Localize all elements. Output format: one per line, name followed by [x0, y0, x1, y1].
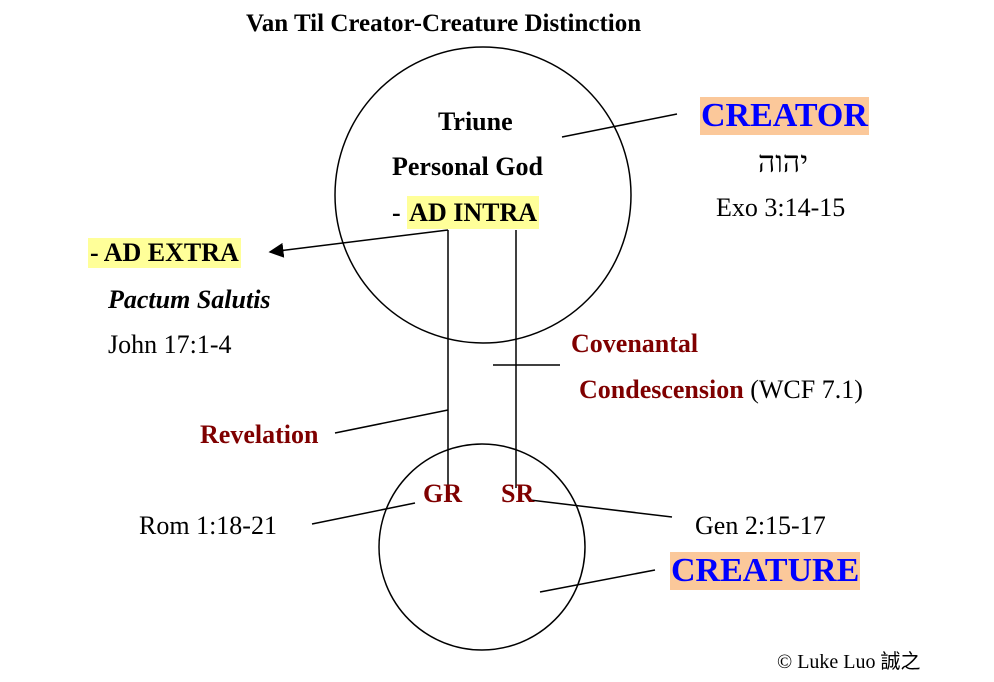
genesis-reference: Gen 2:15-17	[695, 511, 826, 540]
revelation-pointer-line	[334, 409, 449, 434]
diagram-title: Van Til Creator-Creature Distinction	[246, 10, 642, 37]
condescension-label: Condescension	[579, 375, 744, 404]
condescension-line: Condescension (WCF 7.1)	[579, 377, 863, 403]
creator-label: CREATOR	[700, 97, 869, 135]
ad-extra-label: - AD EXTRA	[88, 238, 241, 268]
john-reference: John 17:1-4	[108, 330, 232, 359]
yhwh-hebrew: יהוה	[758, 145, 809, 180]
god-line-personal: Personal God	[392, 152, 543, 181]
creature-label: CREATURE	[670, 552, 861, 590]
ad-intra-dash: -	[392, 198, 408, 227]
ad-intra-text: AD INTRA	[407, 196, 540, 229]
rom-pointer-line	[311, 502, 416, 525]
wcf-reference: (WCF 7.1)	[750, 375, 863, 404]
copyright-notice: © Luke Luo 誠之	[777, 651, 921, 673]
creature-circle	[378, 443, 586, 651]
ad-extra-arrow	[268, 229, 449, 258]
special-revelation-label: SR	[501, 479, 535, 508]
ad-intra-label: - AD INTRA	[392, 196, 540, 229]
creature-pointer-line	[539, 569, 656, 593]
gen-pointer-line	[529, 499, 673, 518]
creator-pointer-line	[561, 113, 678, 138]
god-line-triune: Triune	[438, 107, 513, 136]
covenantal-label: Covenantal	[571, 329, 699, 358]
creator-circle	[334, 46, 632, 344]
general-revelation-label: GR	[423, 479, 462, 508]
exodus-reference: Exo 3:14-15	[716, 193, 846, 222]
pactum-salutis: Pactum Salutis	[108, 285, 271, 314]
romans-reference: Rom 1:18-21	[139, 511, 277, 540]
revelation-label: Revelation	[200, 420, 319, 449]
